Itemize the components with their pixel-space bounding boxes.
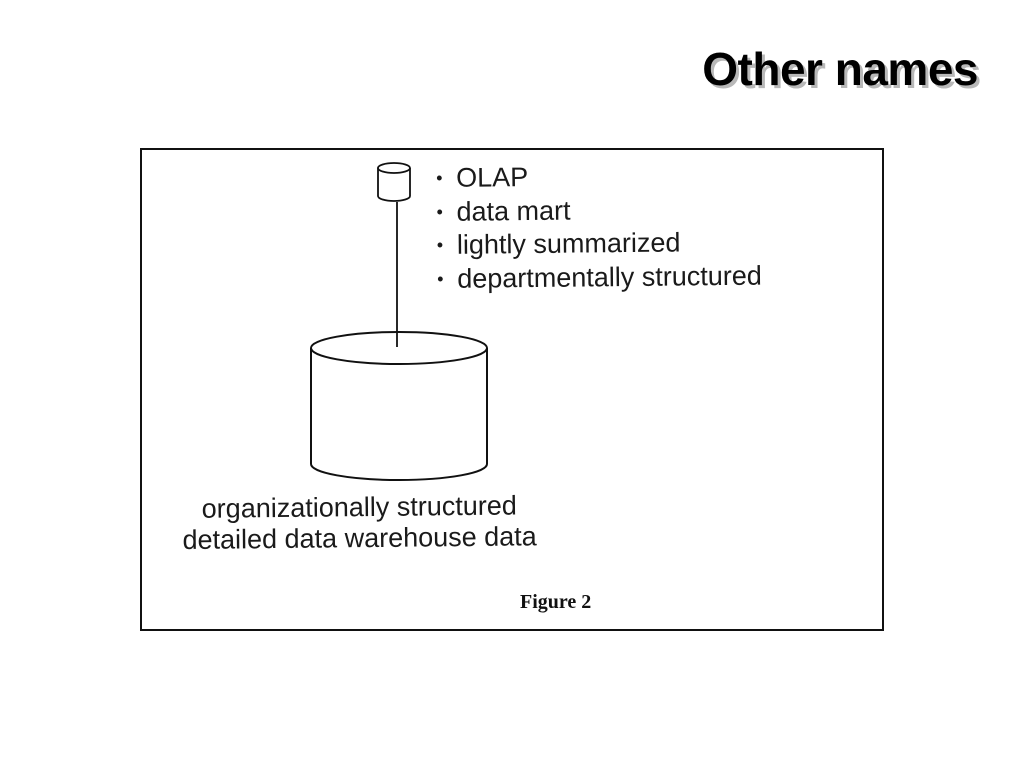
list-item: •OLAP — [436, 159, 761, 196]
bullet-dot-icon: • — [436, 201, 443, 222]
bullet-dot-icon: • — [437, 268, 444, 289]
bullet-dot-icon: • — [436, 234, 444, 255]
figure-frame: •OLAP •data mart •lightly summarized •de… — [140, 148, 884, 631]
warehouse-label-line2: detailed data warehouse data — [182, 521, 537, 555]
data-warehouse-cylinder-icon — [310, 331, 488, 481]
bullet-list: •OLAP •data mart •lightly summarized •de… — [436, 159, 762, 296]
data-mart-cylinder-icon — [377, 162, 411, 202]
warehouse-label: organizationally structured detailed dat… — [182, 490, 537, 556]
list-item: •data mart — [436, 192, 761, 229]
bullet-dot-icon: • — [436, 167, 443, 188]
figure-caption: Figure 2 — [520, 591, 592, 613]
list-item: •departmentally structured — [437, 259, 762, 296]
data-warehouse-diagram — [310, 162, 488, 481]
warehouse-label-line1: organizationally structured — [201, 490, 518, 524]
list-item: •lightly summarized — [437, 226, 762, 263]
slide-title: Other names — [702, 43, 978, 95]
